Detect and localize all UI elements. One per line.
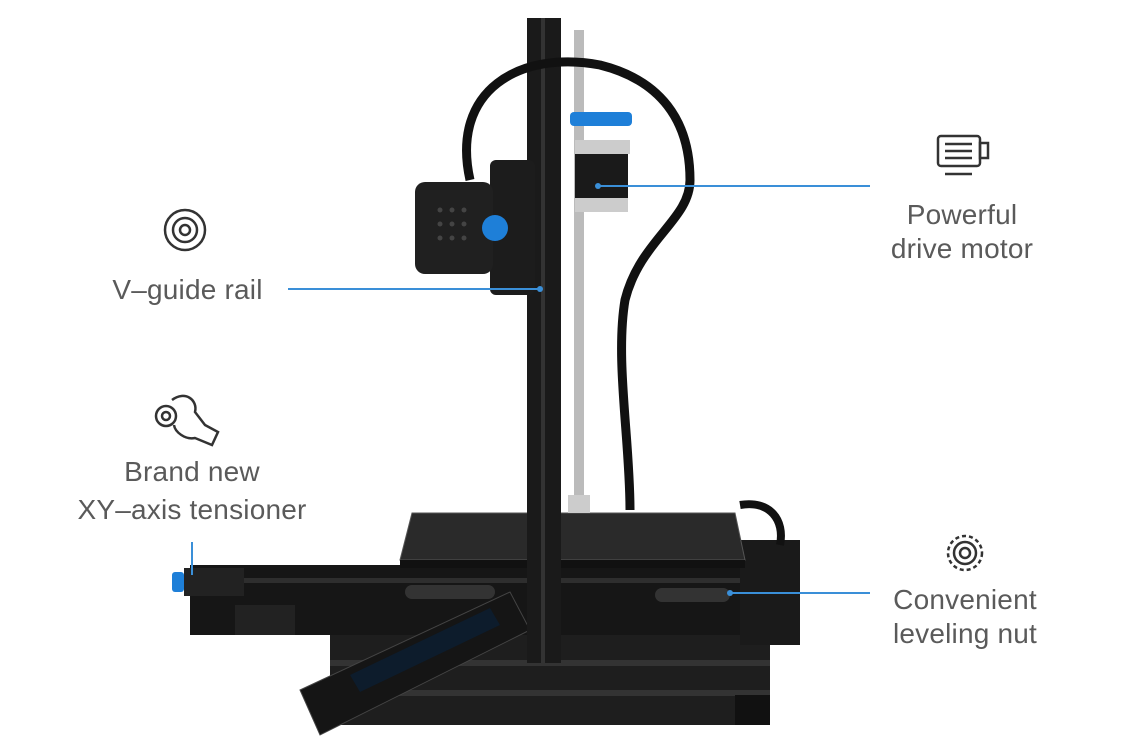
xy-tensioner-knob: [172, 568, 244, 596]
lead-screw: [574, 30, 584, 510]
callout-tensioner: Brand new XY–axis tensioner: [52, 453, 332, 529]
callout-leveling-line1: Convenient: [893, 584, 1037, 615]
hotend-assembly: [415, 160, 535, 295]
callout-motor-line2: drive motor: [890, 233, 1034, 264]
callout-tensioner-line1: Brand new: [124, 456, 260, 487]
callout-motor-line1: Powerful: [906, 199, 1018, 230]
motor-icon: [936, 134, 990, 176]
callout-lines: [191, 185, 870, 594]
callout-tensioner-line2: XY–axis tensioner: [77, 494, 307, 525]
print-bed: [399, 512, 746, 602]
z-drive-motor: [570, 112, 632, 212]
hand-tensioner-icon: [154, 394, 220, 447]
callout-rail: V–guide rail: [112, 274, 263, 305]
gear-icon: [946, 534, 984, 572]
callout-motor: Powerful drive motor: [872, 198, 1052, 266]
callout-leveling: Convenient leveling nut: [875, 583, 1055, 651]
v-guide-rail-icon: [163, 208, 207, 252]
cable-bundle: [462, 57, 695, 511]
callout-leveling-line2: leveling nut: [892, 618, 1038, 649]
